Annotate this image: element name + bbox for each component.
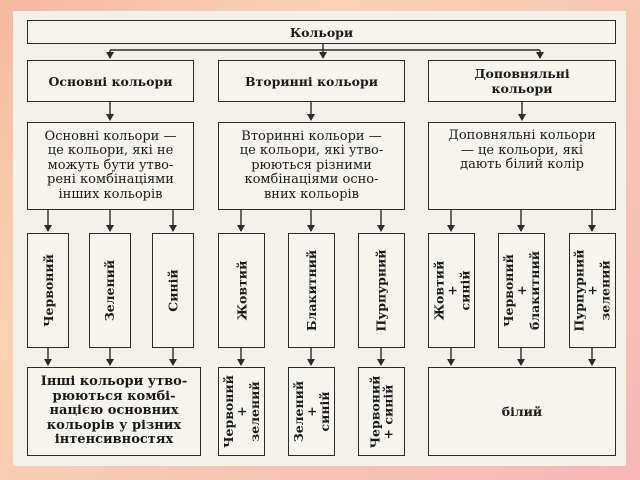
col2-definition: Вторинні кольори — це кольори, які утво-… [218, 122, 405, 210]
col3-item-3-label: Пурпурний + зелений [572, 249, 614, 332]
col1-definition-text: Основні кольори — це кольори, які не мож… [44, 128, 177, 202]
col2-item-2-label: Блакитний [304, 249, 319, 332]
col1-header: Основні кольори [27, 60, 194, 102]
col2-item-3: Пурпурний [358, 233, 405, 348]
col3-item-3: Пурпурний + зелений [569, 233, 616, 348]
col3-header-label: Доповняльні кольори [474, 66, 570, 96]
col3-item-2-label: Червоний + блакитний [501, 251, 542, 330]
col1-item-1-label: Червоний [40, 254, 56, 327]
col2-bottom-1-label: Червоний + зелений [221, 375, 263, 448]
top-box: Кольори [27, 20, 616, 44]
col3-item-2: Червоний + блакитний [498, 233, 545, 348]
col3-header: Доповняльні кольори [428, 60, 616, 102]
col1-item-2-label: Зелений [102, 259, 118, 322]
col3-bottom: білий [428, 367, 616, 456]
col1-bottom: Інші кольори утво- рюються комбі- нацією… [27, 367, 201, 456]
col1-item-3: Синій [152, 233, 194, 348]
top-label: Кольори [289, 24, 354, 40]
col2-bottom-3-label: Червоний + синій [367, 375, 396, 448]
col2-header-label: Вторинні кольори [244, 73, 379, 89]
col2-bottom-1: Червоний + зелений [218, 367, 265, 456]
col2-item-1: Жовтий [218, 233, 265, 348]
col3-item-1: Жовтий + синій [428, 233, 475, 348]
col2-item-1-label: Жовтий [234, 260, 249, 321]
col1-item-2: Зелений [89, 233, 131, 348]
col2-bottom-2: Зелений + синій [288, 367, 335, 456]
col1-bottom-text: Інші кольори утво- рюються комбі- нацією… [40, 374, 188, 448]
col3-bottom-label: білий [501, 404, 543, 419]
col1-item-1: Червоний [27, 233, 69, 348]
col2-bottom-2-label: Зелений + синій [291, 380, 332, 443]
col2-header: Вторинні кольори [218, 60, 405, 102]
col3-item-1-label: Жовтий + синій [431, 260, 472, 321]
col2-item-2: Блакитний [288, 233, 335, 348]
col3-definition: Доповняльні кольори — це кольори, які да… [428, 122, 616, 210]
col1-item-3-label: Синій [165, 269, 181, 312]
col1-header-label: Основні кольори [48, 73, 173, 89]
col2-definition-text: Вторинні кольори — це кольори, які утво-… [239, 128, 384, 202]
col2-bottom-3: Червоний + синій [358, 367, 405, 456]
col2-item-3-label: Пурпурний [374, 249, 390, 332]
col3-definition-text: Доповняльні кольори — це кольори, які да… [448, 128, 596, 172]
col1-definition: Основні кольори — це кольори, які не мож… [27, 122, 194, 210]
